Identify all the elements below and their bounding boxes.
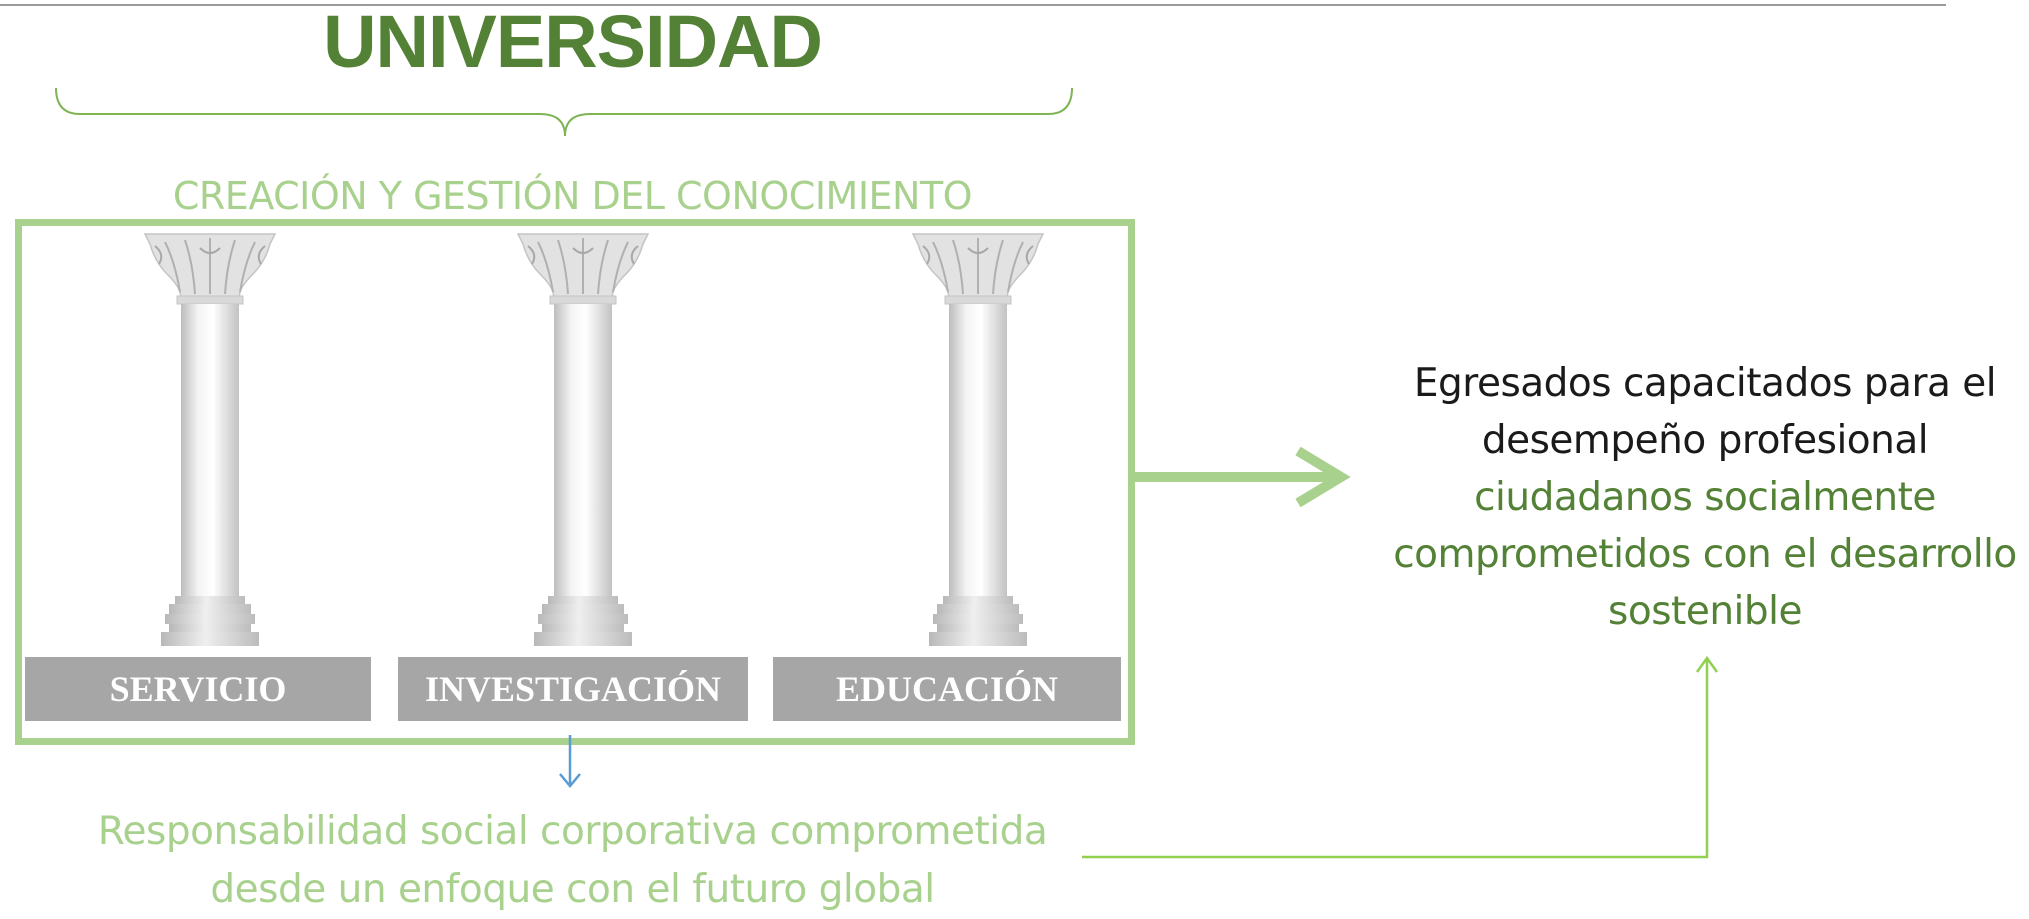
feedback-arrow-head — [1695, 655, 1719, 673]
main-arrow-head — [1295, 446, 1351, 508]
csr-statement: Responsabilidad social corporativa compr… — [0, 803, 1145, 919]
outcome-line-2: desempeño profesional — [1481, 418, 1929, 463]
feedback-connector — [1082, 660, 1709, 859]
pillar-label-educacion: EDUCACIÓN — [773, 657, 1121, 721]
pillars-frame: SERVICIO INVESTIGACIÓN EDUCACIÓN — [15, 219, 1135, 745]
csr-line-2: desde un enfoque con el futuro global — [210, 867, 935, 912]
diagram-title: UNIVERSIDAD — [323, 0, 823, 83]
down-arrow-head — [559, 773, 581, 788]
pillar-label-servicio: SERVICIO — [25, 657, 371, 721]
outcome-line-1: Egresados capacitados para el — [1413, 361, 1997, 406]
outcome-line-5: sostenible — [1608, 589, 1802, 634]
top-divider-line — [0, 4, 1946, 6]
csr-line-1: Responsabilidad social corporativa compr… — [97, 809, 1048, 854]
outcome-text: Egresados capacitados para el desempeño … — [1380, 355, 2029, 640]
pillar-label-investigacion: INVESTIGACIÓN — [398, 657, 748, 721]
diagram-subtitle: CREACIÓN Y GESTIÓN DEL CONOCIMIENTO — [172, 174, 973, 218]
outcome-line-3: ciudadanos socialmente — [1474, 475, 1936, 520]
outcome-line-4: comprometidos con el desarrollo — [1393, 532, 2017, 577]
curly-brace — [55, 87, 1073, 137]
